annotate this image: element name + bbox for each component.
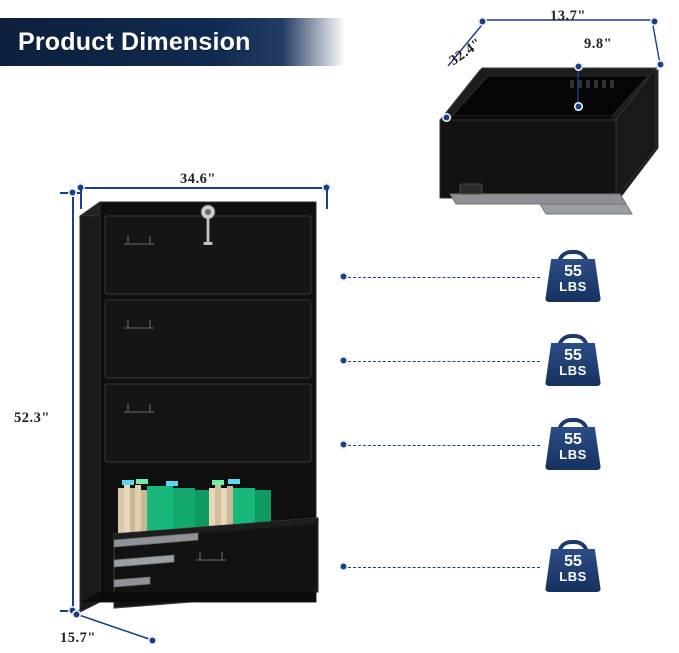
- cabinet-depth-label: 15.7": [60, 630, 96, 646]
- capacity-value: 55: [564, 553, 582, 570]
- cabinet-svg: [78, 201, 319, 613]
- dimension-dot: [656, 60, 665, 69]
- dimension-dot: [574, 62, 583, 71]
- leader-line-1: [348, 277, 540, 278]
- dimension-dot: [650, 17, 659, 26]
- weight-body-icon: [545, 343, 601, 386]
- weight-body-icon: [545, 549, 601, 592]
- width-dimension-line: [80, 187, 326, 189]
- leader-line-4: [348, 567, 540, 568]
- drawer-detail-svg: [439, 19, 661, 215]
- dimension-dot: [574, 102, 583, 111]
- drawer-anchor-dot: [339, 562, 348, 571]
- capacity-value: 55: [564, 347, 582, 364]
- dimension-dot: [68, 188, 77, 197]
- capacity-badge: 55 LBS: [545, 418, 601, 470]
- width-tick-left: [80, 187, 82, 209]
- capacity-unit: LBS: [559, 279, 587, 294]
- capacity-unit: LBS: [559, 447, 587, 462]
- dimension-dot: [442, 113, 451, 122]
- width-tick-right: [326, 187, 328, 209]
- capacity-badge: 55 LBS: [545, 334, 601, 386]
- drawer-width-label: 13.7": [550, 8, 586, 24]
- capacity-unit: LBS: [559, 363, 587, 378]
- drawer-height-label: 9.8": [584, 36, 613, 52]
- dimension-dot: [148, 636, 157, 645]
- capacity-value: 55: [564, 431, 582, 448]
- capacity-badge: 55 LBS: [545, 540, 601, 592]
- dimension-dot: [72, 610, 81, 619]
- cabinet-width-label: 34.6": [180, 171, 216, 187]
- title-banner: Product Dimension: [0, 18, 345, 66]
- page-title: Product Dimension: [18, 27, 251, 56]
- drawer-anchor-dot: [339, 440, 348, 449]
- dimension-dot: [478, 17, 487, 26]
- drawer-anchor-dot: [339, 272, 348, 281]
- drawer-detail-illustration: 32.4" 13.7" 9.8": [420, 8, 670, 220]
- capacity-badge: 55 LBS: [545, 250, 601, 302]
- leader-line-2: [348, 361, 540, 362]
- drawer-anchor-dot: [339, 356, 348, 365]
- weight-body-icon: [545, 259, 601, 302]
- height-dimension-line: [72, 192, 74, 610]
- depth-dimension-line: [75, 613, 153, 641]
- leader-line-3: [348, 445, 540, 446]
- cabinet-height-label: 52.3": [14, 410, 50, 426]
- capacity-value: 55: [564, 263, 582, 280]
- cabinet-illustration: [78, 188, 328, 613]
- capacity-unit: LBS: [559, 569, 587, 584]
- weight-body-icon: [545, 427, 601, 470]
